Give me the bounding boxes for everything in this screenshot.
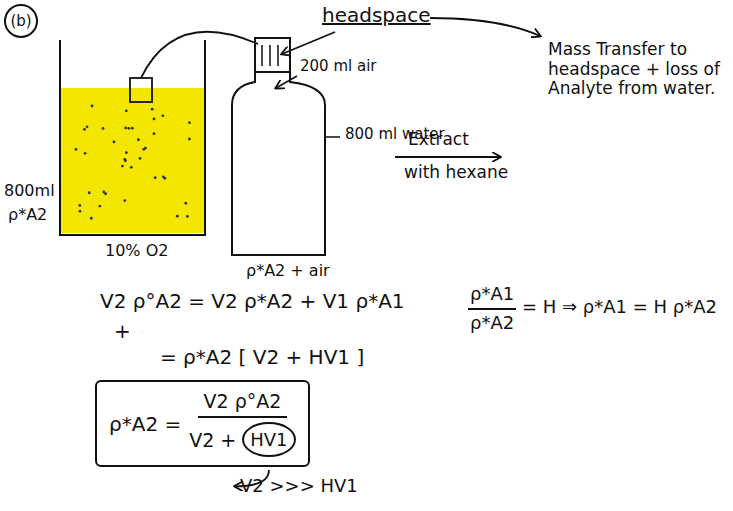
beaker-outline [60, 40, 205, 235]
fraction-numerator: V2 ρ°A2 [204, 390, 282, 412]
explanation-note: Mass Transfer to headspace + loss of Ana… [548, 40, 723, 99]
bubble-dot [137, 138, 140, 141]
process-label: with hexane [404, 163, 508, 183]
bubble-dot [184, 202, 187, 205]
mass-balance-equation: V2 ρ°A2 = V2 ρ*A2 + V1 ρ*A1 [100, 290, 405, 313]
equation-lhs: ρ*A2 = [109, 412, 181, 436]
bubble-dot [79, 210, 82, 213]
sample-vial [130, 78, 152, 102]
result-box: ρ*A2 = V2 ρ°A2 V2 + HV1 [95, 380, 310, 467]
bottle-outline [232, 72, 325, 255]
content-label: ρ*A2 + air [246, 262, 330, 280]
approximation-note: V2 >>> HV1 [240, 476, 358, 497]
fraction-denominator: ρ*A2 [470, 313, 514, 334]
bubble-dot [154, 176, 157, 179]
bubble-dot [75, 148, 78, 151]
bubble-dot [125, 151, 128, 154]
equation-step: = ρ*A2 [ V2 + HV1 ] [160, 346, 364, 369]
bubble-dot [186, 215, 189, 218]
bottle-cap [255, 38, 290, 72]
section-letter: (b) [10, 12, 31, 30]
extract-arrow [395, 156, 500, 158]
bubble-dot [98, 205, 101, 208]
bubble-dot [88, 191, 91, 194]
cap-hatch [262, 45, 278, 66]
concentration-label: ρ*A2 [8, 206, 47, 224]
bubble-dot [123, 158, 126, 161]
bubble-dot [102, 191, 105, 194]
bubble-dot [123, 199, 126, 202]
bubble-dot [131, 127, 134, 130]
circled-term: HV1 [250, 429, 287, 450]
highlight-circle: HV1 [242, 422, 295, 457]
gas-label: 10% O2 [105, 242, 168, 260]
bubble-dot [162, 175, 165, 178]
headspace-arrow [430, 18, 540, 36]
fraction-bar [468, 308, 516, 310]
henry-relation: = H ⇒ ρ*A1 = H ρ*A2 [522, 297, 717, 318]
bubble-dot [91, 105, 94, 108]
bubble-dots [75, 105, 191, 220]
bubble-dot [83, 128, 86, 131]
bubble-dot [144, 147, 147, 150]
fraction-denominator: V2 + [189, 429, 236, 451]
headspace-pointer [282, 32, 335, 54]
bubble-dot [127, 127, 130, 130]
bubble-dot [153, 132, 156, 135]
yellow-liquid [61, 88, 204, 233]
process-label: Extract [408, 130, 469, 150]
bubble-dot [125, 109, 128, 112]
bubble-dot [188, 121, 191, 124]
transfer-curve [141, 32, 258, 78]
fraction-numerator: ρ*A1 [470, 284, 514, 305]
water-leader [325, 136, 340, 138]
bubble-dot [84, 152, 87, 155]
bubble-dot [139, 157, 142, 160]
bubble-dot [176, 215, 179, 218]
bubble-dot [78, 204, 81, 207]
air-label: 200 ml air [300, 58, 376, 75]
bubble-dot [188, 138, 191, 141]
bubble-dot [86, 125, 89, 128]
bubble-dot [151, 108, 154, 111]
bubble-dot [90, 217, 93, 220]
bubble-dot [102, 127, 105, 130]
section-circle: (b) [4, 4, 38, 38]
bubble-dot [124, 127, 127, 130]
volume-label: 800ml [4, 182, 55, 200]
air-pointer [276, 76, 297, 88]
plus-sign: + [114, 320, 131, 343]
bubble-dot [161, 114, 164, 117]
bubble-dot [113, 141, 116, 144]
bubble-dot [153, 118, 156, 121]
bubble-dot [121, 165, 124, 168]
bubble-dot [130, 166, 133, 169]
heading-note: headspace [322, 4, 431, 27]
